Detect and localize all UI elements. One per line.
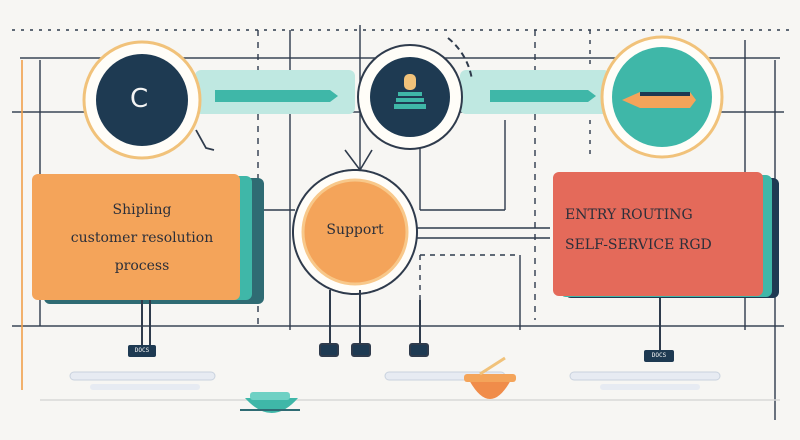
- tag-left-box: [128, 345, 156, 357]
- left-box-line-1: Shipling: [112, 202, 172, 218]
- left-box: [32, 174, 264, 304]
- curve-arrow-center: [344, 149, 373, 172]
- tag-left-label: DOCS: [134, 347, 150, 354]
- right-box-line-2: SELF-SERVICE RGD: [565, 237, 712, 253]
- orange-bowl: [464, 356, 516, 399]
- support-node: [292, 169, 418, 295]
- bottom-bars: [69, 371, 721, 390]
- node-top-left-icon: C: [130, 84, 149, 114]
- node-top-middle: [357, 37, 473, 150]
- right-box-line-1: ENTRY ROUTING: [565, 207, 693, 223]
- tool-icon: [404, 74, 416, 90]
- left-box-line-2: customer resolution: [70, 230, 214, 246]
- node-top-right: [600, 35, 724, 159]
- right-box: [553, 172, 779, 298]
- curve-arrow-left: [195, 129, 215, 151]
- support-node-label: Support: [326, 222, 384, 238]
- teal-bowl: [240, 392, 300, 413]
- top-connectors: [195, 70, 610, 114]
- connector-pins: [141, 290, 661, 357]
- tag-right-box: [644, 350, 674, 362]
- left-box-line-3: process: [114, 258, 170, 274]
- tag-right-label: DOCS: [651, 352, 667, 359]
- node-top-left: [82, 40, 202, 160]
